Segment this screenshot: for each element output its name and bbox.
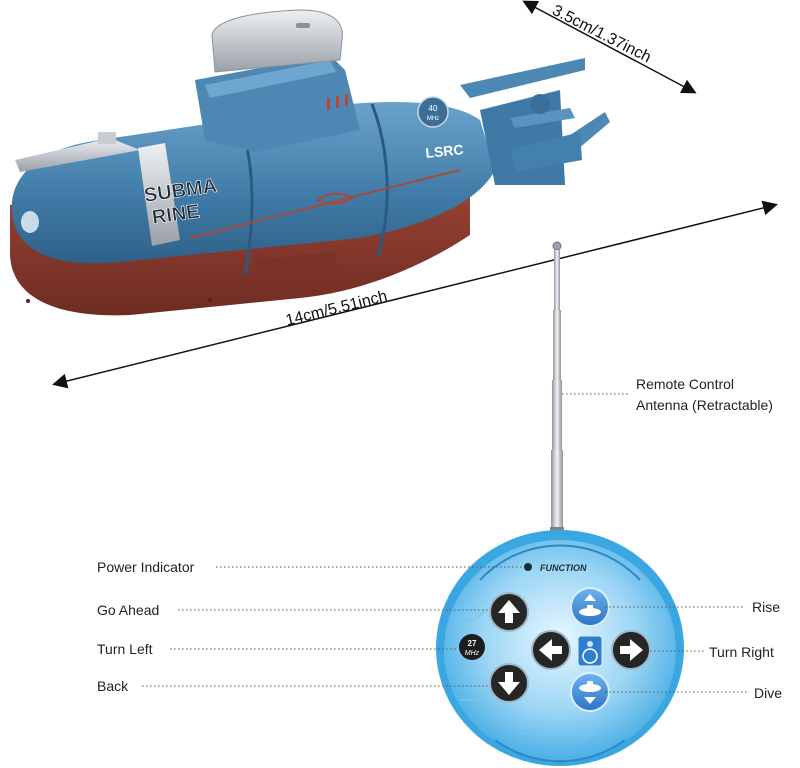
leader-lines [142,393,748,693]
antenna-label-line2: Antenna (Retractable) [636,397,773,413]
antenna [550,241,564,535]
turn-right-label: Turn Right [709,644,774,660]
rise-button[interactable] [570,587,610,627]
submarine-rise-icon [579,594,601,616]
power-indicator-label: Power Indicator [97,559,195,575]
dive-label: Dive [754,685,783,701]
turn-left-label: Turn Left [97,641,153,657]
arrow-up-icon [498,600,520,623]
back-button[interactable] [489,663,529,703]
function-icon [582,648,598,664]
rise-label: Rise [752,599,781,615]
function-button[interactable] [577,635,603,667]
arrow-down-icon [498,672,520,695]
go-ahead-label: Go Ahead [97,602,160,618]
go-ahead-button[interactable] [489,592,529,632]
dive-button[interactable] [570,672,610,712]
arrow-left-icon [539,639,562,661]
back-label: Back [97,678,129,694]
length-dimension-arrow [52,200,778,389]
width-dimension-arrow [522,0,697,94]
antenna-label-line1: Remote Control [636,376,735,392]
submarine-toy [10,9,610,316]
function-label: FUNCTION [540,563,587,573]
submarine-dive-icon [579,681,601,704]
power-indicator-led [524,563,532,571]
sub-frequency-top: 40 [429,104,438,113]
arrow-right-icon [620,639,643,661]
remote-frequency-top: 27 [468,639,477,648]
sub-frequency-bottom: MHz [427,116,439,122]
turn-left-button[interactable] [531,630,571,670]
hull-badge-text: LSRC [425,141,465,161]
remote-frequency-bottom: MHz [465,650,480,657]
turn-right-button[interactable] [611,630,651,670]
